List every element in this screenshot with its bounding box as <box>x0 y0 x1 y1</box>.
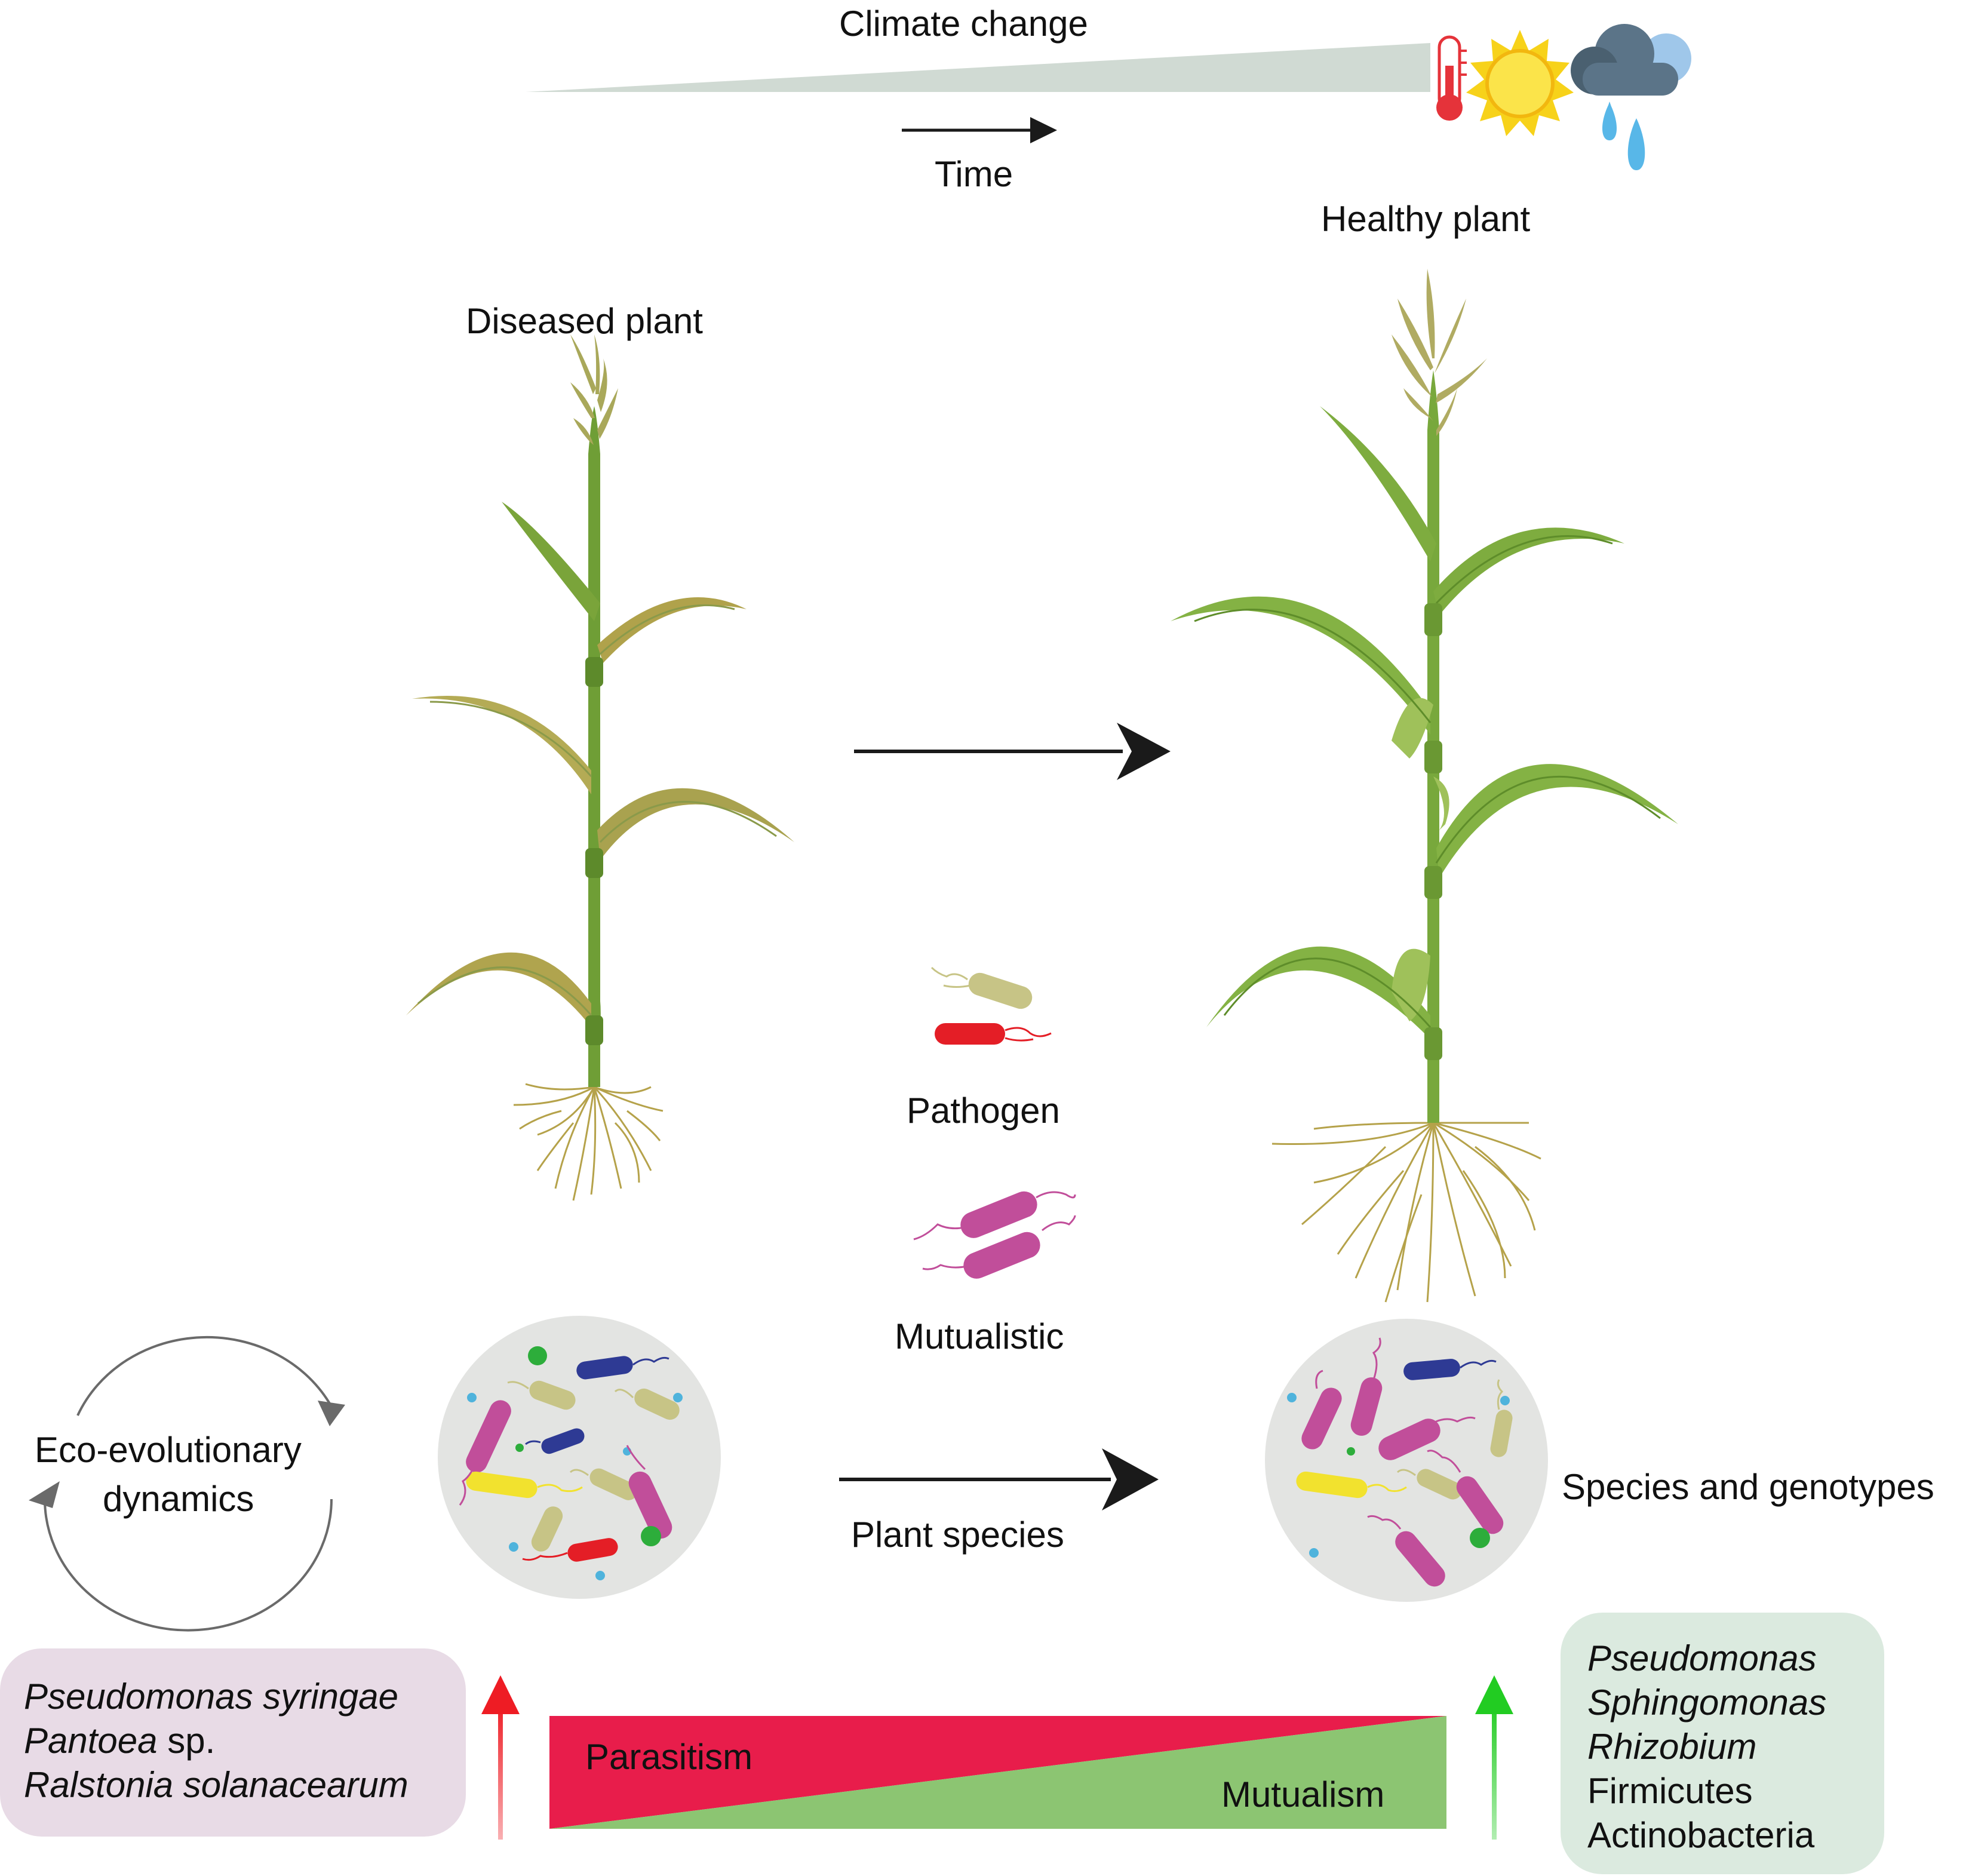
healthy-microbiome-circle <box>1265 1319 1548 1602</box>
mutualism-label: Mutualism <box>1221 1774 1385 1814</box>
pathogen-bacteria-icon <box>930 966 1052 1045</box>
pathogen-genera-list: Pseudomonas syringae Pantoea sp. Ralston… <box>24 1675 408 1807</box>
mutualistic-label: Mutualistic <box>895 1316 1064 1356</box>
pathogen-genus-item: Pantoea sp. <box>24 1721 216 1761</box>
dynamics-label: dynamics <box>103 1479 254 1519</box>
healthy-plant-label: Healthy plant <box>1321 199 1531 239</box>
eco-evolutionary-label: Eco-evolutionary <box>35 1430 302 1470</box>
time-arrow <box>902 117 1057 143</box>
species-genotypes-label: Species and genotypes <box>1562 1467 1934 1507</box>
parasitism-mutualism-bar <box>549 1716 1446 1829</box>
thermometer-icon <box>1436 35 1467 121</box>
time-label: Time <box>935 154 1013 194</box>
climate-change-label: Climate change <box>839 4 1088 44</box>
diseased-plant-label: Diseased plant <box>466 301 703 341</box>
mutualist-genera-box <box>1561 1613 1884 1874</box>
plant-species-label: Plant species <box>851 1515 1064 1555</box>
mutualist-genera-list: Pseudomonas Sphingomonas Rhizobium Firmi… <box>1587 1636 1826 1857</box>
mutualist-genus-item: Actinobacteria <box>1587 1815 1815 1855</box>
plant-species-arrow <box>839 1448 1159 1510</box>
parasitism-increase-arrow <box>481 1675 520 1840</box>
rain-cloud-icon <box>1571 24 1691 170</box>
plant-transition-arrow <box>854 723 1171 780</box>
mutualistic-bacteria-icon <box>913 1191 1076 1279</box>
climate-change-wedge <box>526 43 1430 92</box>
mutualist-genus-item: Firmicutes <box>1587 1771 1753 1811</box>
pathogen-genera-box <box>0 1648 466 1837</box>
diseased-microbiome-circle <box>438 1316 721 1599</box>
diseased-plant <box>406 334 794 1201</box>
mutualism-wedge <box>549 1716 1446 1829</box>
pathogen-genus-item: Ralstonia solanacearum <box>24 1765 408 1805</box>
parasitism-label: Parasitism <box>585 1737 753 1777</box>
mutualist-genus-item: Rhizobium <box>1587 1727 1757 1767</box>
pathogen-label: Pathogen <box>907 1091 1060 1131</box>
eco-evolutionary-cycle-icon <box>29 1335 345 1632</box>
mutualism-increase-arrow <box>1475 1675 1513 1840</box>
mutualist-genus-item: Pseudomonas <box>1587 1638 1817 1678</box>
healthy-plant <box>1171 269 1678 1303</box>
mutualist-genus-item: Sphingomonas <box>1587 1682 1827 1723</box>
pathogen-genus-item: Pseudomonas syringae <box>24 1677 399 1717</box>
sun-icon <box>1466 30 1574 136</box>
